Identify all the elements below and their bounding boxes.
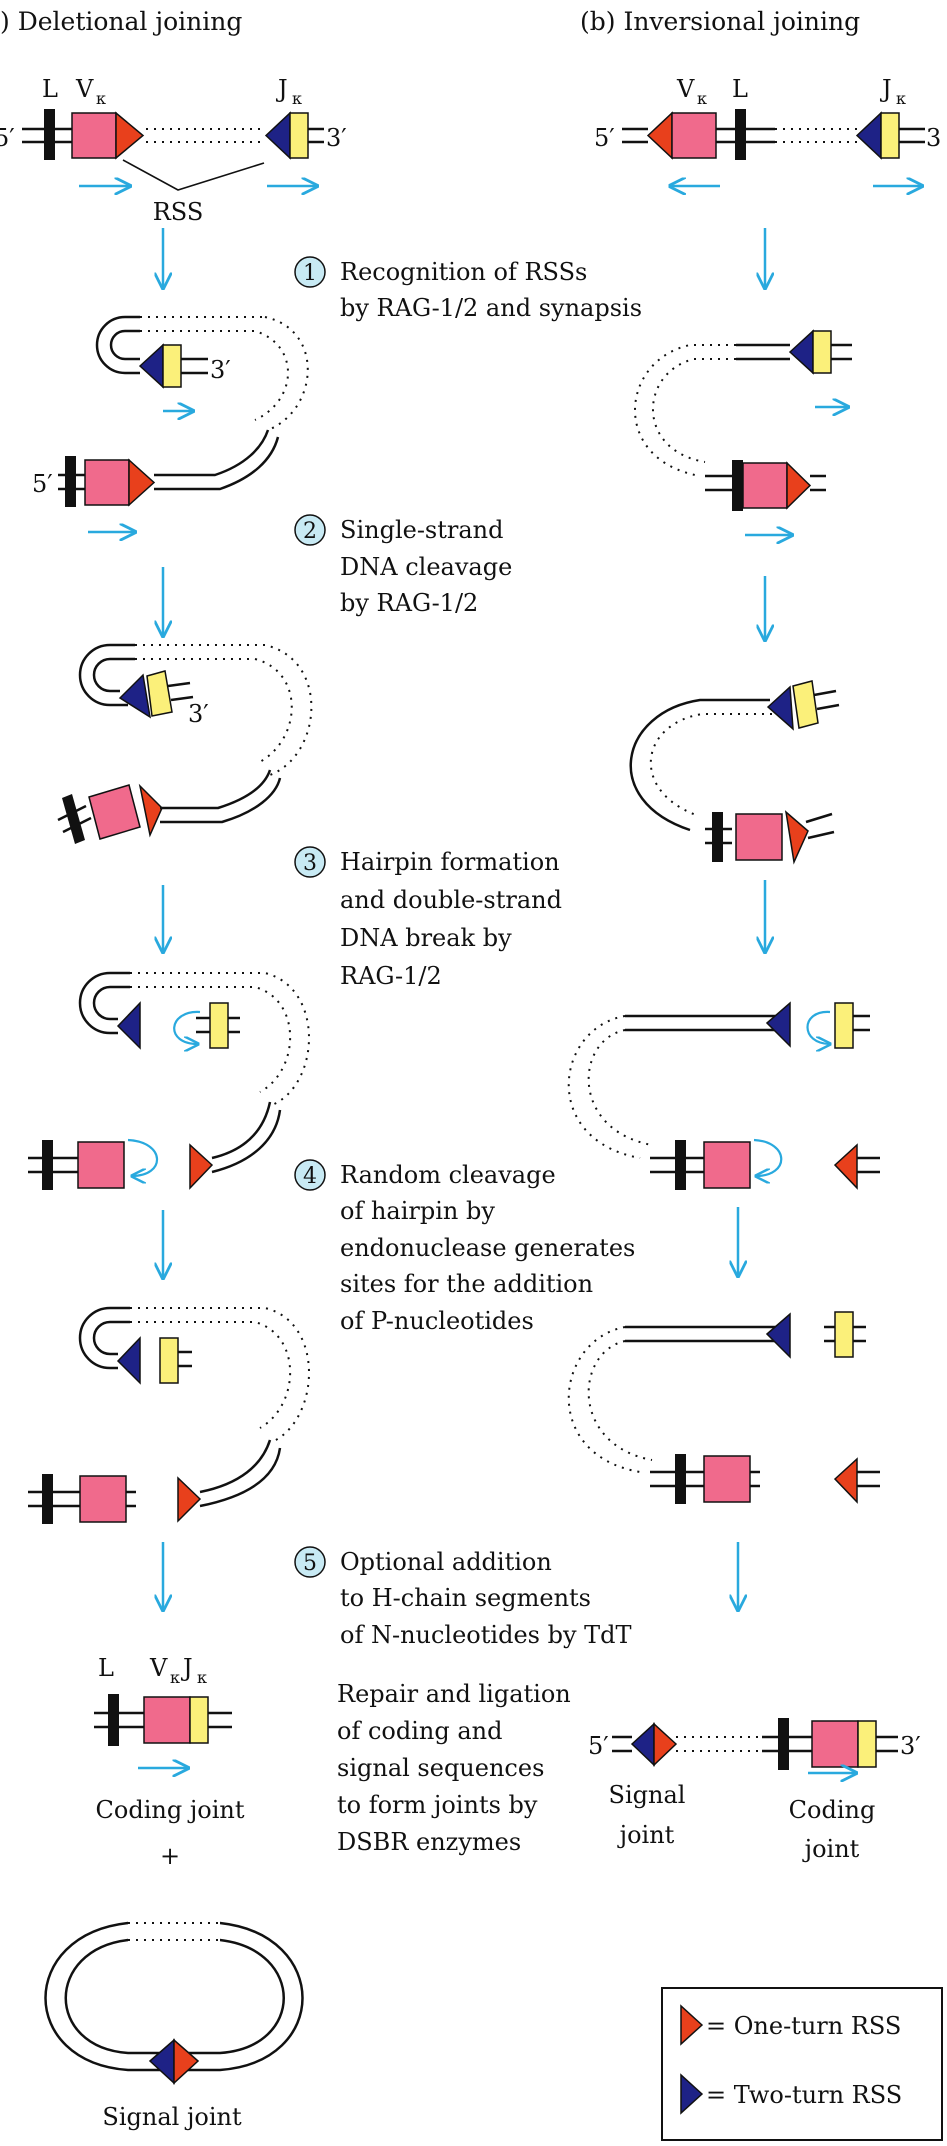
svg-text:Random cleavage: Random cleavage <box>340 1161 556 1189</box>
label-kappa: κ <box>896 89 906 108</box>
v-segment <box>71 112 117 159</box>
signal-joint-label: Signal joint <box>102 2103 242 2131</box>
svg-text:and double-strand: and double-strand <box>340 886 562 914</box>
svg-text:Hairpin formation: Hairpin formation <box>340 848 560 876</box>
label-V: V <box>75 75 94 103</box>
inversional-cleavage <box>629 680 840 865</box>
step-5: 5 Optional addition to H-chain segments … <box>294 1546 632 1649</box>
label-L: L <box>42 75 58 103</box>
svg-text:sites for the addition: sites for the addition <box>340 1270 593 1298</box>
label-J: J <box>275 75 288 103</box>
leader-segment <box>44 109 55 160</box>
rss-label: RSS <box>153 198 204 226</box>
svg-text:3′: 3′ <box>188 700 209 728</box>
joint-label: joint <box>617 1821 675 1849</box>
svg-text:DSBR enzymes: DSBR enzymes <box>337 1828 521 1856</box>
svg-text:by RAG-1/2: by RAG-1/2 <box>340 589 478 617</box>
right-step-arrows <box>738 228 765 1610</box>
svg-text:Single-strand: Single-strand <box>340 516 504 544</box>
deletional-coding-joint: L V κ J κ Coding joint + <box>94 1654 245 1870</box>
three-cut-label: 3 <box>926 124 941 152</box>
j-segment <box>880 112 900 159</box>
step-3: 3 Hairpin formation and double-strand DN… <box>294 846 562 990</box>
deletional-synapsis: 3′ 5′ <box>32 315 309 532</box>
svg-text:4: 4 <box>303 1164 317 1189</box>
svg-text:3′: 3′ <box>210 356 231 384</box>
svg-text:3′: 3′ <box>900 1732 921 1760</box>
deletional-germline: L V κ J κ 5′ 3′ RSS <box>0 75 347 226</box>
label-V: V <box>676 75 695 103</box>
inversional-synapsis <box>634 329 852 535</box>
svg-text:2: 2 <box>303 519 317 544</box>
svg-text:κ: κ <box>170 1668 180 1687</box>
two-turn-rss <box>264 111 291 160</box>
repair-text: Repair and ligation of coding and signal… <box>337 1680 571 1856</box>
svg-text:of N-nucleotides by TdT: of N-nucleotides by TdT <box>340 1621 632 1649</box>
svg-text:3: 3 <box>303 851 317 876</box>
legend-two-turn: = Two-turn RSS <box>706 2081 902 2109</box>
svg-text:by RAG-1/2 and synapsis: by RAG-1/2 and synapsis <box>340 294 642 322</box>
svg-text:Optional addition: Optional addition <box>340 1548 552 1576</box>
svg-text:1: 1 <box>303 261 317 286</box>
j-segment <box>289 112 309 159</box>
joint-label: joint <box>802 1835 860 1863</box>
one-turn-rss <box>646 111 673 160</box>
coding-joint-label: Coding joint <box>96 1796 245 1824</box>
legend: = One-turn RSS = Two-turn RSS <box>661 1987 943 2141</box>
svg-text:to form joints by: to form joints by <box>337 1791 538 1819</box>
svg-text:V: V <box>149 1654 168 1682</box>
inversional-title: (b) Inversional joining <box>580 7 860 36</box>
deletional-hairpin <box>28 971 310 1190</box>
inversional-germline: V κ L J κ 5′ 3 <box>594 75 941 186</box>
step-2: 2 Single-strand DNA cleavage by RAG-1/2 <box>294 514 512 617</box>
svg-text:Repair and ligation: Repair and ligation <box>337 1680 571 1708</box>
inversional-hairpin <box>567 1001 880 1190</box>
label-L: L <box>732 75 748 103</box>
five-prime-label: 5′ <box>594 124 615 152</box>
svg-text:Recognition of RSSs: Recognition of RSSs <box>340 258 587 286</box>
label-J: J <box>879 75 892 103</box>
svg-text:to H-chain segments: to H-chain segments <box>340 1584 591 1612</box>
two-turn-rss-icon <box>680 2073 704 2115</box>
svg-text:RAG-1/2: RAG-1/2 <box>340 962 442 990</box>
svg-text:signal sequences: signal sequences <box>337 1754 544 1782</box>
svg-text:5: 5 <box>303 1551 317 1576</box>
svg-text:endonuclease generates: endonuclease generates <box>340 1234 635 1262</box>
svg-text:of coding and: of coding and <box>337 1717 502 1745</box>
deletional-p-nucleotide <box>28 1306 310 1524</box>
one-turn-rss <box>115 111 145 160</box>
legend-one-turn: = One-turn RSS <box>706 2012 901 2040</box>
v-segment <box>671 112 717 159</box>
inversional-final-products: 5′ 3′ Signal joint Coding joint <box>588 1718 921 1863</box>
plus-sign: + <box>160 1842 180 1870</box>
svg-text:5′: 5′ <box>32 470 53 498</box>
svg-text:of P-nucleotides: of P-nucleotides <box>340 1307 534 1335</box>
five-prime-label: 5′ <box>0 124 15 152</box>
svg-text:κ: κ <box>197 1668 207 1687</box>
label-kappa: κ <box>292 89 302 108</box>
svg-text:DNA break by: DNA break by <box>340 924 512 952</box>
two-turn-rss <box>855 111 882 160</box>
deletional-cleavage: 3′ <box>57 643 313 844</box>
deletional-title: ) Deletional joining <box>0 7 242 36</box>
leader-segment <box>735 109 746 160</box>
signal-label: Signal <box>609 1781 686 1809</box>
svg-text:L: L <box>98 1654 114 1682</box>
three-prime-label: 3′ <box>326 124 347 152</box>
step-1: 1 Recognition of RSSs by RAG-1/2 and syn… <box>294 256 642 322</box>
svg-text:J: J <box>180 1654 193 1682</box>
coding-label: Coding <box>789 1796 876 1824</box>
label-kappa: κ <box>697 89 707 108</box>
one-turn-rss-icon <box>680 2004 704 2046</box>
step-4: 4 Random cleavage of hairpin by endonucl… <box>294 1159 635 1335</box>
svg-text:DNA cleavage: DNA cleavage <box>340 553 512 581</box>
svg-text:5′: 5′ <box>588 1732 609 1760</box>
svg-text:of hairpin by: of hairpin by <box>340 1197 495 1225</box>
label-kappa: κ <box>96 89 106 108</box>
deletional-signal-joint: Signal joint <box>44 1920 304 2131</box>
inversional-p-nucleotide <box>567 1311 880 1504</box>
